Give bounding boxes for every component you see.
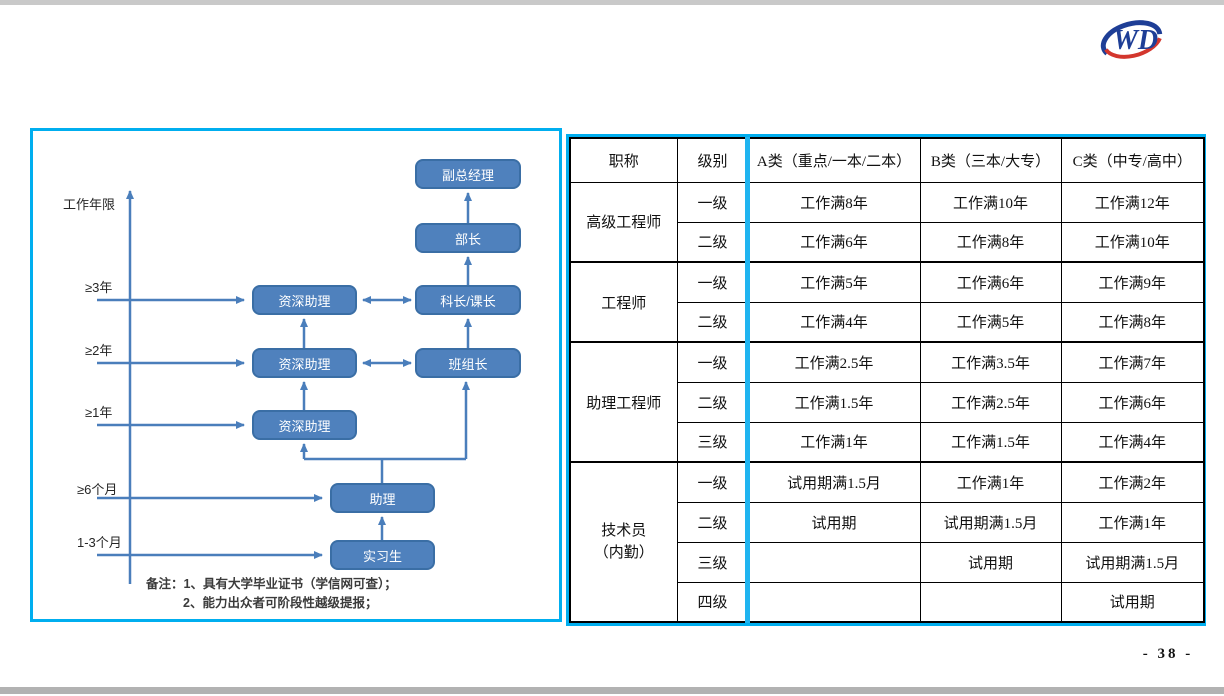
career-path-diagram-panel: 工作年限 ≥3年 ≥2年 ≥1年 ≥6个月 1-3个月 副总经理 部长 科长/课… bbox=[30, 128, 562, 622]
table-row: 助理工程师 一级 工作满2.5年 工作满3.5年 工作满7年 bbox=[569, 341, 1205, 463]
cell-level: 二级 bbox=[676, 501, 749, 543]
cell-b: 工作满2.5年 bbox=[919, 381, 1062, 423]
title-engineer: 工程师 bbox=[569, 261, 678, 343]
note-line-2: 2、能力出众者可阶段性越级提报； bbox=[183, 596, 378, 610]
title-technician: 技术员 （内勤） bbox=[569, 461, 678, 623]
col-header-title: 职称 bbox=[569, 137, 678, 183]
tick-1-3m: 1-3个月 bbox=[77, 535, 122, 550]
cell-a: 工作满8年 bbox=[747, 181, 921, 223]
box-section-chief: 科长/课长 bbox=[415, 285, 521, 315]
page-number: - 38 - bbox=[1142, 646, 1194, 662]
qualification-table-panel: 职称 级别 A类（重点/一本/二本） B类（三本/大专） C类（中专/高中） 高… bbox=[566, 134, 1206, 626]
table-row: 二级 试用期 试用期满1.5月 工作满1年 bbox=[570, 501, 1205, 543]
cell-level: 二级 bbox=[676, 381, 749, 423]
cell-b: 工作满8年 bbox=[919, 221, 1062, 263]
tick-2y: ≥2年 bbox=[85, 343, 113, 358]
box-deputy-gm: 副总经理 bbox=[415, 159, 521, 189]
col-header-class-a: A类（重点/一本/二本） bbox=[747, 137, 921, 183]
table-row: 三级 试用期 试用期满1.5月 bbox=[570, 541, 1205, 583]
cell-level: 三级 bbox=[676, 421, 749, 463]
cell-a bbox=[747, 541, 921, 583]
cell-c: 工作满10年 bbox=[1060, 221, 1205, 263]
box-intern: 实习生 bbox=[330, 540, 435, 570]
tick-3y: ≥3年 bbox=[85, 280, 113, 295]
table-header-row: 职称 级别 A类（重点/一本/二本） B类（三本/大专） C类（中专/高中） bbox=[569, 137, 1205, 183]
cell-level: 三级 bbox=[676, 541, 749, 583]
cell-c: 工作满6年 bbox=[1060, 381, 1205, 423]
table-row: 二级 工作满1.5年 工作满2.5年 工作满6年 bbox=[570, 381, 1205, 423]
title-assistant-engineer: 助理工程师 bbox=[569, 341, 678, 463]
box-assistant: 助理 bbox=[330, 483, 435, 513]
cell-c: 工作满9年 bbox=[1060, 261, 1205, 303]
title-technician-line1: 技术员 bbox=[601, 523, 647, 539]
cell-a: 工作满5年 bbox=[747, 261, 921, 303]
tick-1y: ≥1年 bbox=[85, 405, 113, 420]
tick-6m: ≥6个月 bbox=[77, 482, 118, 497]
table-row: 工程师 一级 工作满5年 工作满6年 工作满9年 bbox=[569, 261, 1205, 343]
table-row: 二级 工作满6年 工作满8年 工作满10年 bbox=[570, 221, 1205, 263]
logo-text: WD bbox=[1113, 25, 1158, 56]
cell-level: 一级 bbox=[676, 461, 749, 503]
box-senior-assistant-l1: 资深助理 bbox=[252, 410, 357, 440]
cell-level: 二级 bbox=[676, 221, 749, 263]
cell-c: 工作满8年 bbox=[1060, 301, 1205, 343]
top-divider bbox=[0, 0, 1224, 5]
cell-b: 工作满1.5年 bbox=[919, 421, 1062, 463]
cell-a: 工作满1.5年 bbox=[747, 381, 921, 423]
cell-a: 试用期满1.5月 bbox=[747, 461, 921, 503]
cell-b: 工作满10年 bbox=[919, 181, 1062, 223]
cell-level: 一级 bbox=[676, 261, 749, 303]
cell-b: 试用期满1.5月 bbox=[919, 501, 1062, 543]
cell-c: 工作满12年 bbox=[1060, 181, 1205, 223]
cell-level: 二级 bbox=[676, 301, 749, 343]
title-technician-line2: （内勤） bbox=[593, 545, 654, 561]
cell-a: 工作满6年 bbox=[747, 221, 921, 263]
cell-c: 工作满7年 bbox=[1060, 341, 1205, 383]
cell-b: 工作满6年 bbox=[919, 261, 1062, 303]
cell-b: 工作满3.5年 bbox=[919, 341, 1062, 383]
cell-level: 四级 bbox=[676, 581, 749, 623]
company-logo-icon: WD bbox=[1096, 12, 1168, 64]
axis-label: 工作年限 bbox=[63, 197, 116, 212]
cell-a: 试用期 bbox=[747, 501, 921, 543]
diagram-notes: 备注：1、具有大学毕业证书（学信网可查）； 2、能力出众者可阶段性越级提报； bbox=[146, 575, 397, 613]
cell-b bbox=[919, 581, 1062, 623]
cell-a: 工作满4年 bbox=[747, 301, 921, 343]
cell-a: 工作满2.5年 bbox=[747, 341, 921, 383]
note-line-1: 备注：1、具有大学毕业证书（学信网可查）； bbox=[146, 577, 397, 591]
table-row: 三级 工作满1年 工作满1.5年 工作满4年 bbox=[570, 421, 1205, 463]
cell-a bbox=[747, 581, 921, 623]
qualification-table: 职称 级别 A类（重点/一本/二本） B类（三本/大专） C类（中专/高中） 高… bbox=[569, 137, 1205, 623]
cell-b: 试用期 bbox=[919, 541, 1062, 583]
col-header-class-c: C类（中专/高中） bbox=[1060, 137, 1205, 183]
table-row: 二级 工作满4年 工作满5年 工作满8年 bbox=[570, 301, 1205, 343]
table-row: 四级 试用期 bbox=[570, 581, 1205, 623]
table-row: 技术员 （内勤） 一级 试用期满1.5月 工作满1年 工作满2年 bbox=[569, 461, 1205, 623]
title-senior-engineer: 高级工程师 bbox=[569, 181, 678, 263]
bottom-divider bbox=[0, 687, 1224, 694]
box-team-leader: 班组长 bbox=[415, 348, 521, 378]
cell-c: 工作满2年 bbox=[1060, 461, 1205, 503]
cell-level: 一级 bbox=[676, 181, 749, 223]
cell-c: 试用期满1.5月 bbox=[1060, 541, 1205, 583]
cell-c: 工作满4年 bbox=[1060, 421, 1205, 463]
col-header-level: 级别 bbox=[676, 137, 749, 183]
cell-c: 试用期 bbox=[1060, 581, 1205, 623]
flow-arrows bbox=[97, 190, 472, 584]
box-senior-assistant-l3: 资深助理 bbox=[252, 285, 357, 315]
cell-a: 工作满1年 bbox=[747, 421, 921, 463]
col-header-class-b: B类（三本/大专） bbox=[919, 137, 1062, 183]
box-senior-assistant-l2: 资深助理 bbox=[252, 348, 357, 378]
cell-c: 工作满1年 bbox=[1060, 501, 1205, 543]
cyan-column-divider bbox=[745, 137, 750, 623]
box-minister: 部长 bbox=[415, 223, 521, 253]
table-row: 高级工程师 一级 工作满8年 工作满10年 工作满12年 bbox=[569, 181, 1205, 263]
cell-b: 工作满5年 bbox=[919, 301, 1062, 343]
cell-level: 一级 bbox=[676, 341, 749, 383]
cell-b: 工作满1年 bbox=[919, 461, 1062, 503]
